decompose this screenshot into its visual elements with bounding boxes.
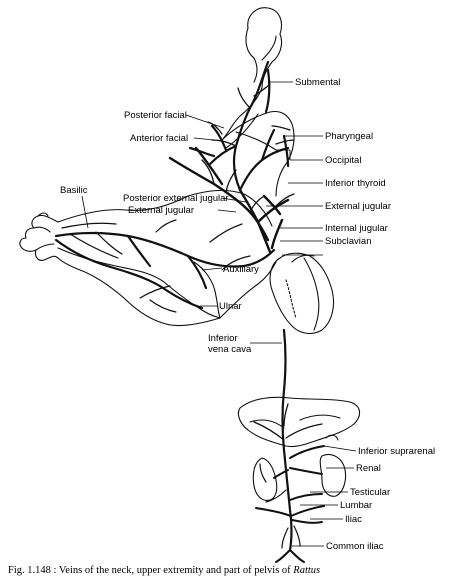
label-posterior-facial: Posterior facial bbox=[124, 110, 187, 121]
vena-cava bbox=[281, 328, 293, 552]
label-pharyngeal: Pharyngeal bbox=[325, 131, 373, 142]
heart-outline bbox=[269, 252, 335, 335]
labels: Submental Posterior facial Anterior faci… bbox=[60, 77, 435, 552]
liver-veins bbox=[253, 403, 323, 441]
hand-outline bbox=[19, 212, 59, 261]
liver-outline bbox=[237, 396, 361, 448]
caption-prefix: Fig. 1.148 : Veins of the neck, upper ex… bbox=[8, 565, 294, 576]
caption-genus: Rattus bbox=[293, 565, 321, 576]
label-inferior-thyroid: Inferior thyroid bbox=[325, 178, 386, 189]
label-inferior-vena-cava-2: vena cava bbox=[208, 344, 252, 355]
figure-caption: Fig. 1.148 : Veins of the neck, upper ex… bbox=[8, 565, 448, 576]
neck-veins bbox=[168, 146, 290, 254]
label-basilic: Basilic bbox=[60, 185, 88, 196]
label-common-iliac: Common iliac bbox=[326, 541, 384, 552]
label-lumbar: Lumbar bbox=[340, 500, 372, 511]
arm-veins bbox=[54, 231, 276, 310]
label-auxillary: Auxillary bbox=[223, 264, 259, 275]
label-internal-jugular: Internal jugular bbox=[325, 223, 388, 234]
label-inferior-suprarenal: Inferior suprarenal bbox=[358, 446, 435, 457]
label-ulnar: Ulnar bbox=[219, 301, 242, 312]
label-subclavian: Subclavian bbox=[325, 236, 371, 247]
face-thin-veins bbox=[207, 83, 295, 147]
head-outline bbox=[221, 7, 295, 197]
label-external-jugular-left: External jugular bbox=[128, 205, 194, 216]
kidneys bbox=[252, 434, 347, 501]
label-external-jugular-right: External jugular bbox=[325, 201, 391, 212]
label-anterior-facial: Anterior facial bbox=[130, 133, 188, 144]
arm-thin-veins bbox=[61, 219, 251, 313]
label-posterior-external-jugular: Posterior external jugular bbox=[123, 193, 229, 204]
label-occipital: Occipital bbox=[325, 155, 361, 166]
label-testicular: Testicular bbox=[350, 487, 390, 498]
label-inferior-vena-cava-1: Inferior bbox=[208, 333, 238, 344]
leader-lines bbox=[81, 81, 357, 547]
neck-thin-veins bbox=[201, 159, 295, 213]
label-iliac: Iliac bbox=[345, 514, 362, 525]
label-submental: Submental bbox=[295, 77, 340, 88]
lower-thin-veins bbox=[259, 463, 301, 549]
label-renal: Renal bbox=[356, 463, 381, 474]
lower-veins bbox=[255, 445, 325, 563]
head-veins bbox=[188, 60, 290, 192]
